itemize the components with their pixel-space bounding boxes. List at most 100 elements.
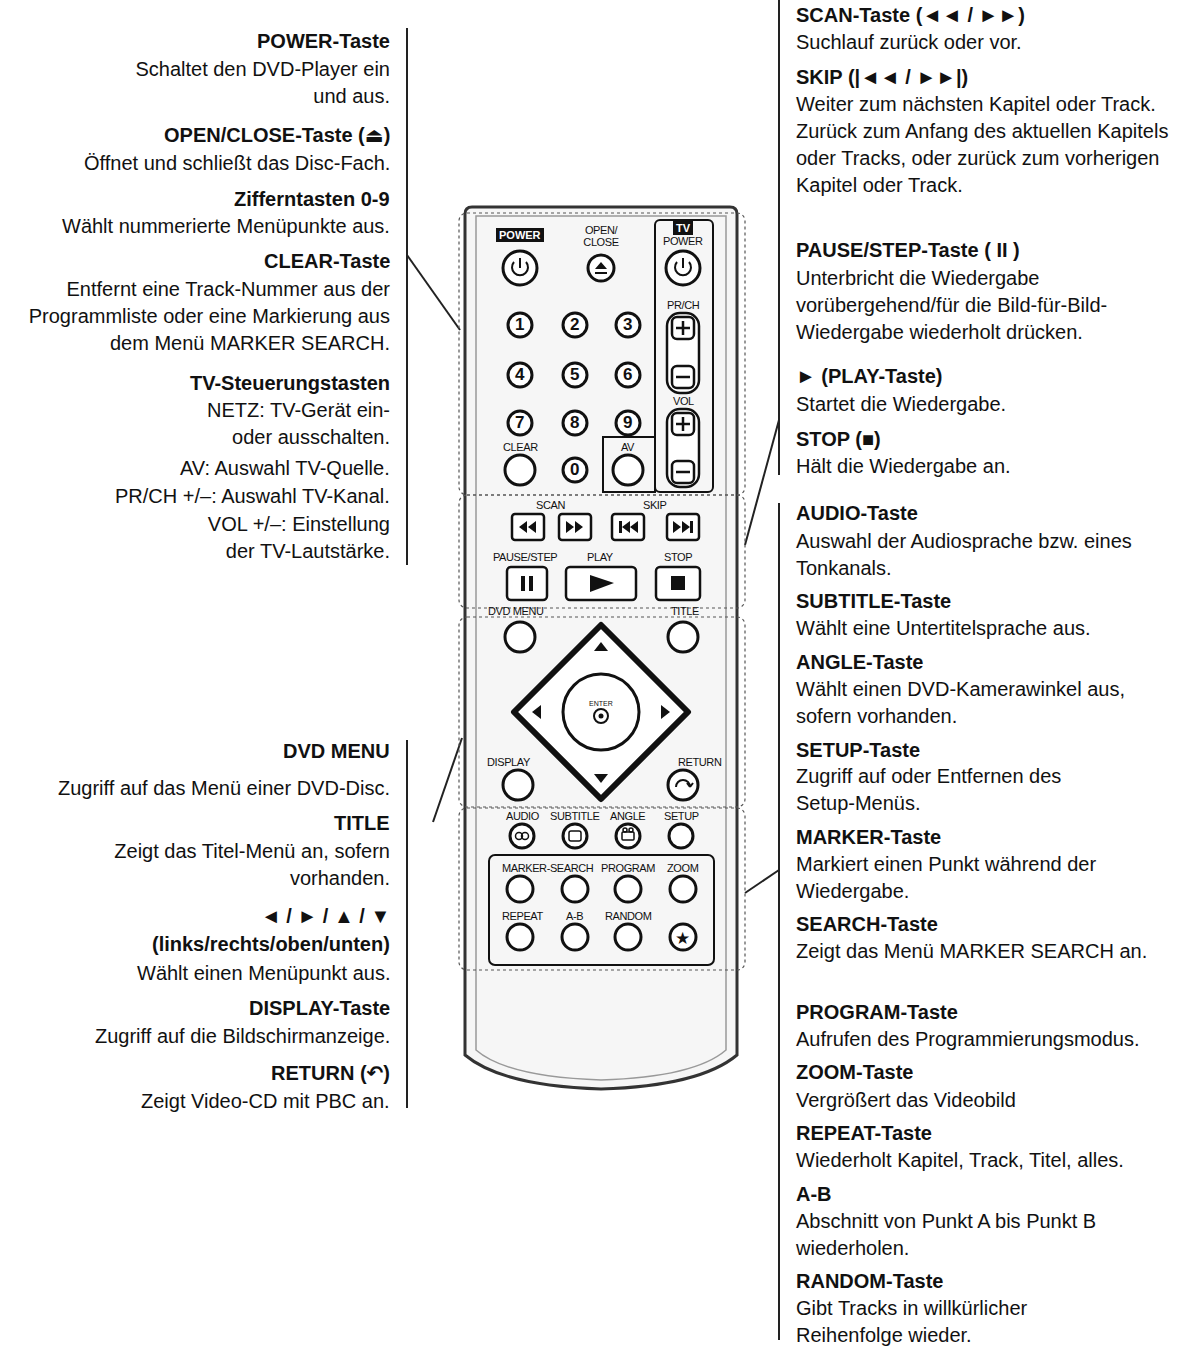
bracket-lines xyxy=(407,0,779,1340)
button-number: 4 xyxy=(515,365,524,385)
description: Schaltet den DVD-Player ein und aus. xyxy=(110,56,390,110)
heading: TITLE xyxy=(334,810,390,837)
button-groups xyxy=(459,213,745,970)
heading: Zifferntasten 0-9 xyxy=(234,186,390,213)
description: Entfernt eine Track-Nummer aus der Progr… xyxy=(2,276,390,357)
power-icons xyxy=(512,258,691,275)
heading: ANGLE-Taste xyxy=(796,649,923,676)
button-number: 0 xyxy=(570,460,579,480)
button-number: 5 xyxy=(570,365,579,385)
button-label: CLEAR xyxy=(503,441,538,453)
description: Zeigt das Titel-Menü an, sofern vorhande… xyxy=(100,838,390,892)
button-number: 8 xyxy=(570,413,579,433)
button-tag: TV xyxy=(673,221,693,235)
heading: AUDIO-Taste xyxy=(796,500,918,527)
button-label: ENTER xyxy=(589,700,613,708)
button-label: SETUP xyxy=(664,810,699,822)
description: NETZ: TV-Gerät ein- oder ausschalten. xyxy=(190,397,390,451)
description: VOL +/–: Einstellung der TV-Lautstärke. xyxy=(175,511,390,565)
heading: POWER-Taste xyxy=(257,28,390,55)
heading: ZOOM-Taste xyxy=(796,1059,913,1086)
button-label: PR/CH xyxy=(667,299,699,311)
button-label: VOL xyxy=(673,395,694,407)
heading: OPEN/CLOSE-Taste (⏏) xyxy=(164,122,390,149)
button-label: AUDIO xyxy=(506,810,539,822)
heading: DVD MENU xyxy=(283,738,390,765)
button-label: PROGRAM xyxy=(601,862,655,874)
heading: TV-Steuerungstasten xyxy=(190,370,390,397)
heading: A-B xyxy=(796,1181,832,1208)
button-tag: POWER xyxy=(496,228,544,242)
heading: ► (PLAY-Taste) xyxy=(796,363,943,390)
description: Hält die Wiedergabe an. xyxy=(796,453,1011,480)
description: Gibt Tracks in willkürlicher Reihenfolge… xyxy=(796,1295,1096,1348)
button-label: MARKER-SEARCH xyxy=(502,862,593,874)
description: Startet die Wiedergabe. xyxy=(796,391,1006,418)
heading: SETUP-Taste xyxy=(796,737,920,764)
button-label: TITLE xyxy=(671,605,699,617)
button-label: SKIP xyxy=(643,499,666,511)
description: Wiederholt Kapitel, Track, Titel, alles. xyxy=(796,1147,1124,1174)
heading: STOP (■) xyxy=(796,426,881,453)
description: Zugriff auf oder Entfernen des Setup-Men… xyxy=(796,763,1116,817)
button-label: OPEN/ CLOSE xyxy=(581,224,621,248)
description: Weiter zum nächsten Kapitel oder Track. … xyxy=(796,91,1174,199)
button-label: PAUSE/STEP xyxy=(493,551,557,563)
description: AV: Auswahl TV-Quelle. xyxy=(180,455,390,482)
button-number: 7 xyxy=(515,413,524,433)
heading: RETURN (↶) xyxy=(271,1060,390,1087)
description: Vergrößert das Videobild xyxy=(796,1087,1016,1114)
button-label: SCAN xyxy=(536,499,565,511)
button-label: PLAY xyxy=(587,551,613,563)
heading: ◄ / ► / ▲ / ▼ xyxy=(261,903,390,930)
heading: CLEAR-Taste xyxy=(264,248,390,275)
button-number: 9 xyxy=(623,413,632,433)
button-label: SUBTITLE xyxy=(550,810,599,822)
description: Auswahl der Audiosprache bzw. eines Tonk… xyxy=(796,528,1136,582)
button-label: STOP xyxy=(664,551,692,563)
description: Zugriff auf die Bildschirmanzeige. xyxy=(95,1023,390,1050)
rocker-keys xyxy=(667,313,699,487)
function-icons xyxy=(516,828,635,841)
heading: REPEAT-Taste xyxy=(796,1120,932,1147)
button-label: DISPLAY xyxy=(487,756,530,768)
heading: PAUSE/STEP-Taste ( II ) xyxy=(796,237,1020,264)
heading: SKIP (|◄◄ / ►►|) xyxy=(796,64,968,91)
arrow-icons xyxy=(532,642,670,783)
description: Unterbricht die Wiedergabe vorübergehend… xyxy=(796,265,1166,346)
description: Aufrufen des Programmierungsmodus. xyxy=(796,1026,1140,1053)
button-label: POWER xyxy=(663,235,703,247)
button-label: RANDOM xyxy=(605,910,652,922)
heading: (links/rechts/oben/unten) xyxy=(152,931,390,958)
description: Zeigt Video-CD mit PBC an. xyxy=(141,1088,390,1115)
description: Zeigt das Menü MARKER SEARCH an. xyxy=(796,938,1174,965)
description: Abschnitt von Punkt A bis Punkt B wieder… xyxy=(796,1208,1161,1262)
navigation-pad xyxy=(514,625,688,799)
button-label: A-B xyxy=(566,910,583,922)
button-label: RETURN xyxy=(678,756,721,768)
round-buttons xyxy=(503,251,700,950)
heading: DISPLAY-Taste xyxy=(249,995,390,1022)
description: Öffnet und schließt das Disc-Fach. xyxy=(84,150,390,177)
description: PR/CH +/–: Auswahl TV-Kanal. xyxy=(115,483,390,510)
button-number: 6 xyxy=(623,365,632,385)
description: Zugriff auf das Menü einer DVD-Disc. xyxy=(58,775,390,802)
button-number: ★ xyxy=(675,929,690,949)
heading: SEARCH-Taste xyxy=(796,911,938,938)
button-label: DVD MENU xyxy=(488,605,543,617)
heading: SUBTITLE-Taste xyxy=(796,588,951,615)
description: Wählt einen DVD-Kamerawinkel aus, sofern… xyxy=(796,676,1136,730)
heading: PROGRAM-Taste xyxy=(796,999,958,1026)
description: Wählt nummerierte Menüpunkte aus. xyxy=(62,213,390,240)
button-label: AV xyxy=(621,441,634,453)
description: Wählt eine Untertitelsprache aus. xyxy=(796,615,1091,642)
remote-body xyxy=(465,207,737,1089)
button-number: 3 xyxy=(623,315,632,335)
description: Suchlauf zurück oder vor. xyxy=(796,29,1022,56)
button-label: ANGLE xyxy=(610,810,645,822)
description: Markiert einen Punkt während der Wiederg… xyxy=(796,851,1171,905)
button-label: REPEAT xyxy=(502,910,543,922)
button-number: 2 xyxy=(570,315,579,335)
description: Wählt einen Menüpunkt aus. xyxy=(137,960,391,987)
